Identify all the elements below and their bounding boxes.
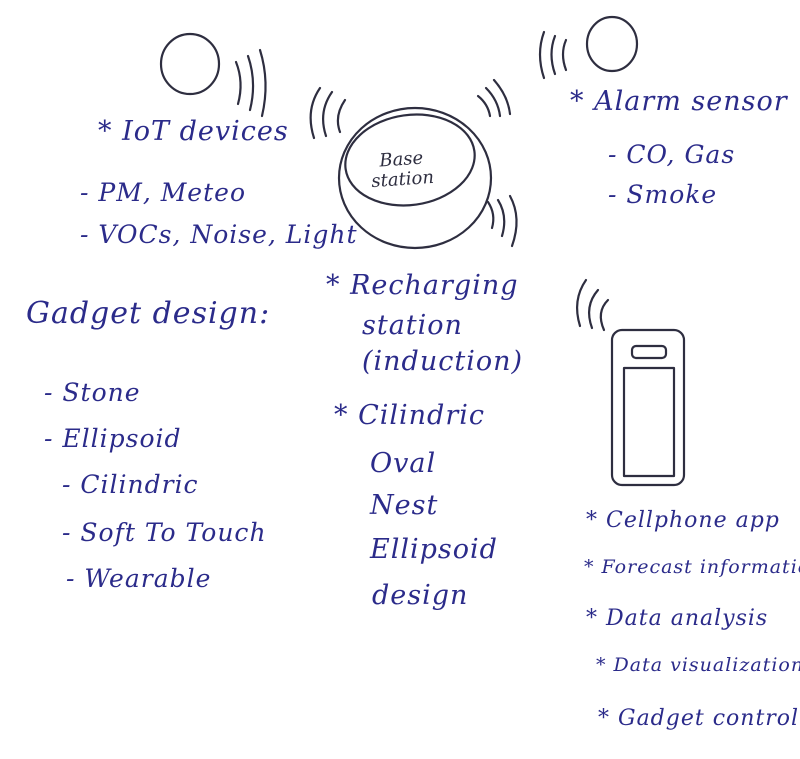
gadget-design-heading: Gadget design: — [26, 296, 271, 331]
cellphone-body — [610, 328, 686, 487]
shape-line: * Cilindric — [334, 400, 485, 431]
cellphone-feature: * Gadget control — [598, 706, 800, 731]
alarm-item: - Smoke — [608, 180, 718, 209]
cellphone-speaker — [630, 344, 668, 360]
base-station-outer — [337, 106, 493, 250]
base-station-inner — [344, 113, 476, 207]
shape-line: design — [372, 580, 469, 611]
gadget-design-item: - Ellipsoid — [44, 424, 182, 453]
gadget-design-item: - Stone — [44, 378, 141, 407]
recharging-line: * Recharging — [326, 270, 519, 301]
iot-item: - PM, Meteo — [80, 178, 246, 207]
cellphone-feature: * Forecast information — [584, 556, 800, 578]
shape-line: Nest — [370, 490, 439, 521]
gadget-design-item: - Soft To Touch — [62, 518, 267, 547]
alarm-heading: * Alarm sensor — [570, 86, 788, 117]
shape-line: Ellipsoid — [370, 534, 498, 565]
iot-signal-wave — [234, 60, 242, 106]
cellphone-feature: * Data visualization — [596, 654, 800, 676]
cellphone-feature: * Data analysis — [586, 606, 769, 631]
cellphone-feature: * Cellphone app — [586, 508, 780, 533]
gadget-design-item: - Wearable — [66, 564, 212, 593]
iot-item: - VOCs, Noise, Light — [80, 220, 358, 249]
recharging-line: station — [362, 310, 463, 341]
alarm-signal-wave — [561, 38, 568, 72]
alarm-item: - CO, Gas — [608, 140, 736, 169]
iot-heading: * IoT devices — [98, 116, 289, 147]
alarm-sensor-circle — [585, 15, 639, 73]
cellphone-screen — [622, 366, 676, 478]
base-signal-wave — [321, 90, 334, 138]
cellphone-signal-wave — [599, 298, 610, 332]
shape-line: Oval — [370, 448, 437, 479]
base-station-label: Base station — [370, 147, 435, 193]
iot-device-circle — [159, 32, 221, 96]
recharging-line: (induction) — [362, 346, 524, 377]
gadget-design-item: - Cilindric — [62, 470, 199, 499]
